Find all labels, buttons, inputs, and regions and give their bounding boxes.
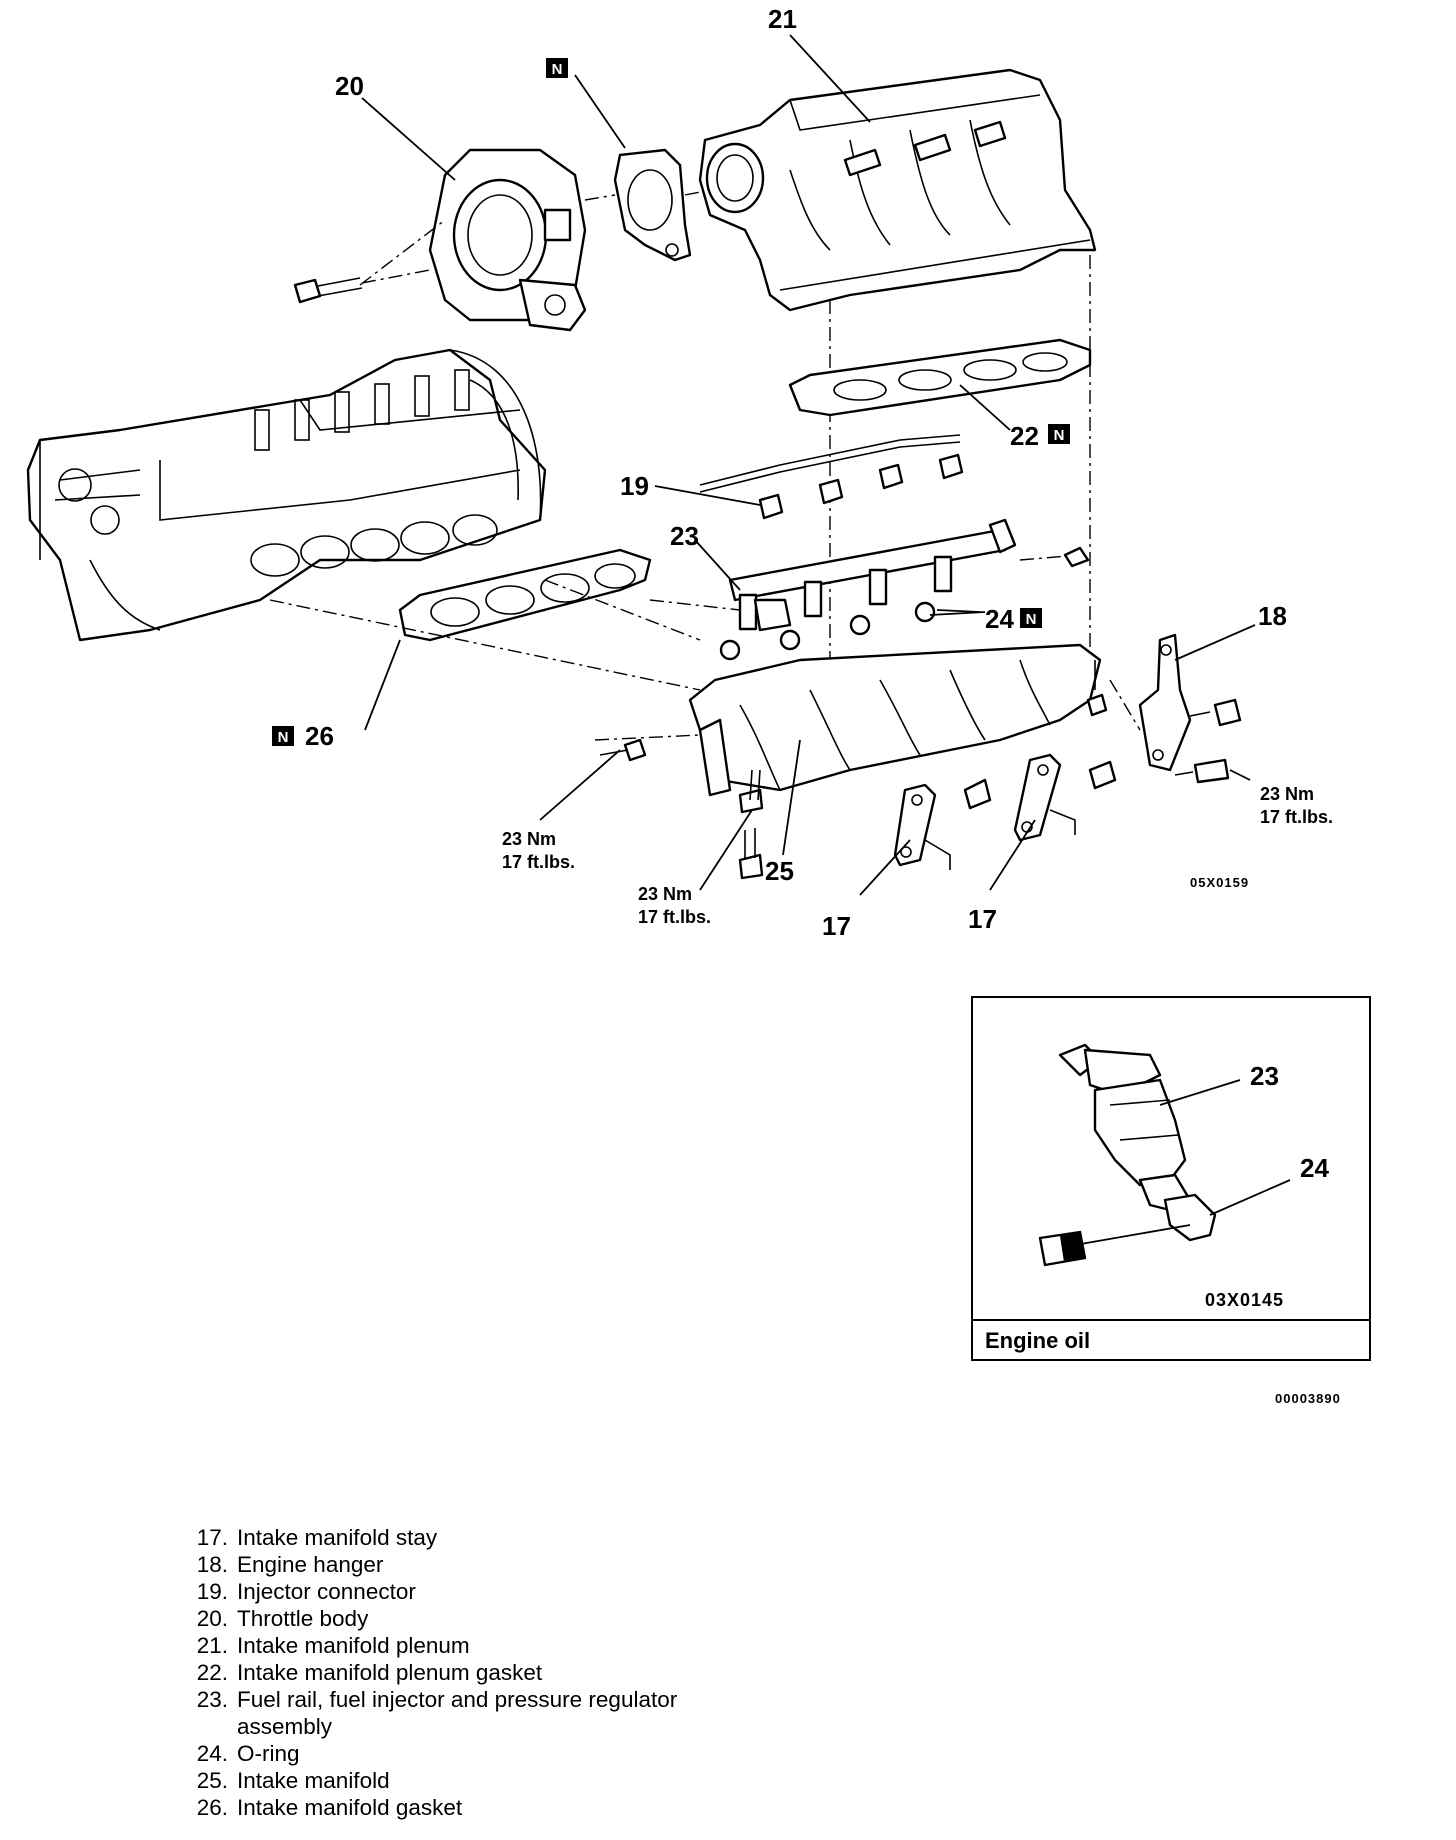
svg-text:23 Nm: 23 Nm — [638, 884, 692, 904]
engine-hanger — [1138, 633, 1192, 772]
new-part-marker-26: N — [272, 726, 294, 746]
intake-manifold — [688, 643, 1102, 797]
svg-text:17 ft.lbs.: 17 ft.lbs. — [638, 907, 711, 927]
new-part-marker-24: N — [1020, 608, 1042, 628]
injector-inset: 23 24 03X0145 Engine oil — [971, 996, 1371, 1361]
callout-22: 22 — [1010, 421, 1039, 451]
callout-24: 24 — [985, 604, 1014, 634]
callout-21: 21 — [768, 4, 797, 34]
inset-callout-23: 23 — [1250, 1061, 1279, 1091]
legend-item: 22.Intake manifold plenum gasket — [196, 1660, 543, 1685]
intake-manifold-stay-left — [893, 783, 951, 870]
torque-spec-left: 23 Nm 17 ft.lbs. — [502, 829, 575, 872]
inset-lubricant-label: Engine oil — [985, 1328, 1090, 1353]
manifold-gasket — [398, 548, 652, 642]
new-part-marker-22: N — [1048, 424, 1070, 444]
svg-text:23 Nm: 23 Nm — [502, 829, 556, 849]
legend-item: 24.O-ring — [196, 1741, 300, 1766]
svg-text:N: N — [1054, 427, 1065, 444]
legend-item: 23.Fuel rail, fuel injector and pressure… — [196, 1687, 678, 1739]
legend-item: 21.Intake manifold plenum — [196, 1633, 470, 1658]
svg-text:23 Nm: 23 Nm — [1260, 784, 1314, 804]
inset-oring — [1038, 1230, 1087, 1267]
legend-item: 26.Intake manifold gasket — [196, 1795, 463, 1820]
legend-item: 18.Engine hanger — [196, 1552, 384, 1577]
legend-item: 17.Intake manifold stay — [196, 1525, 438, 1550]
callout-17-left: 17 — [822, 911, 851, 941]
o-rings — [719, 601, 936, 661]
inset-fuel-injector — [1058, 1043, 1217, 1242]
svg-text:N: N — [1026, 611, 1037, 628]
callout-26: 26 — [305, 721, 334, 751]
intake-manifold-stay-right — [1013, 753, 1076, 842]
legend-item: 25.Intake manifold — [196, 1768, 390, 1793]
injector-connector-harness — [699, 434, 964, 520]
figure-code-main: 05X0159 — [1190, 875, 1249, 890]
inset-callout-24: 24 — [1300, 1153, 1329, 1183]
inset-figure-code: 03X0145 — [1205, 1290, 1284, 1310]
callout-18: 18 — [1258, 601, 1287, 631]
new-part-markers: N N N N — [272, 58, 1070, 746]
callout-20: 20 — [335, 71, 364, 101]
engine-cylinder-head — [26, 348, 547, 642]
callout-19: 19 — [620, 471, 649, 501]
new-part-marker-throttle-gasket: N — [546, 58, 568, 78]
callout-23: 23 — [670, 521, 699, 551]
throttle-body — [428, 148, 587, 332]
svg-text:17 ft.lbs.: 17 ft.lbs. — [502, 852, 575, 872]
manifold-bolts — [599, 660, 1242, 880]
throttle-body-bolt — [293, 277, 363, 304]
callout-25: 25 — [765, 856, 794, 886]
torque-spec-right: 23 Nm 17 ft.lbs. — [1260, 784, 1333, 827]
legend-item: 19.Injector connector — [196, 1579, 416, 1604]
leader-lines — [361, 34, 1256, 896]
callout-labels: 21 20 22 19 23 24 18 26 25 17 17 — [305, 4, 1287, 941]
callout-17-right: 17 — [968, 904, 997, 934]
figure-code-page: 00003890 — [1275, 1391, 1341, 1406]
fuel-rail-assembly — [728, 518, 1017, 632]
throttle-gasket — [613, 148, 692, 262]
plenum-gasket — [788, 338, 1092, 417]
parts-legend: 17.Intake manifold stay 18.Engine hanger… — [180, 1524, 797, 1821]
fuel-rail-bolt — [1063, 546, 1090, 568]
legend-item: 20.Throttle body — [196, 1606, 369, 1631]
svg-text:N: N — [278, 729, 289, 746]
svg-text:17 ft.lbs.: 17 ft.lbs. — [1260, 807, 1333, 827]
torque-spec-center: 23 Nm 17 ft.lbs. — [638, 884, 711, 927]
svg-text:N: N — [552, 61, 563, 78]
intake-manifold-plenum — [698, 68, 1097, 312]
